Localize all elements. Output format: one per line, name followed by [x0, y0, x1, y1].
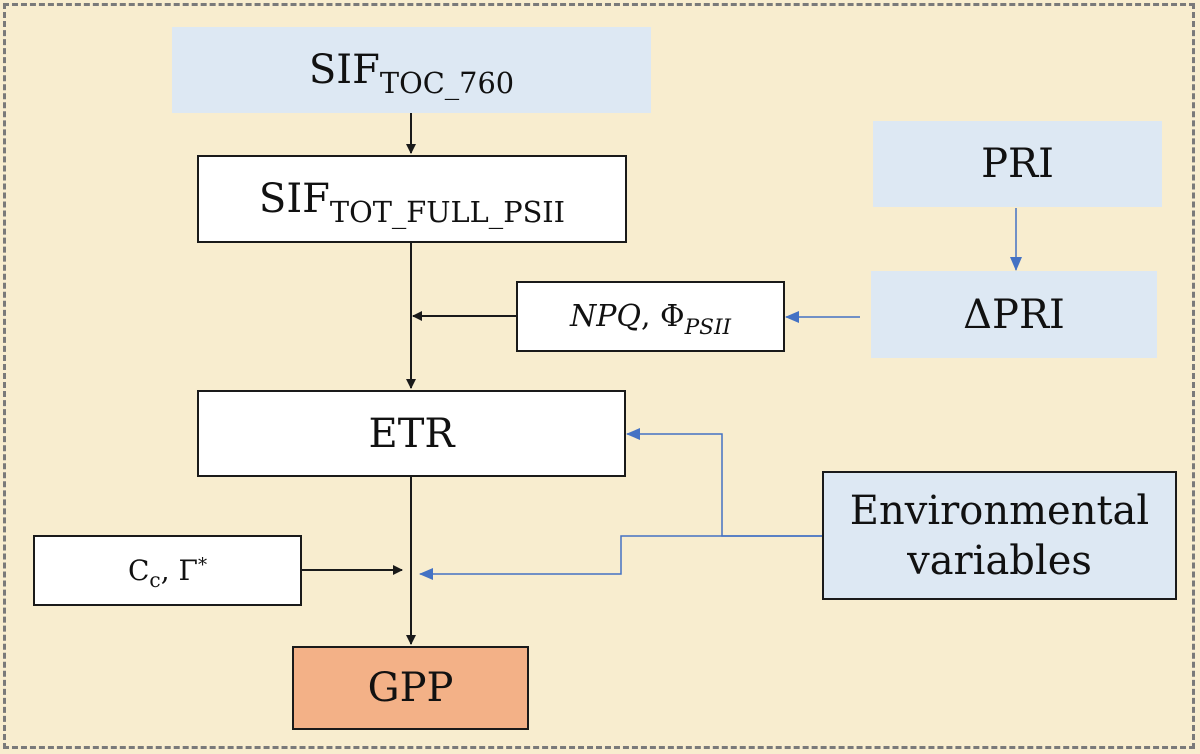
gpp-box: GPP [292, 646, 529, 730]
sif-toc-760-label: SIFTOC_760 [308, 47, 515, 101]
sif-toc-760-box: SIFTOC_760 [172, 27, 651, 113]
npq-phi-psii-box: NPQ, ΦPSII [516, 281, 785, 352]
sif-tot-full-psii-label: SIFTOT_FULL_PSII [258, 176, 566, 230]
environmental-variables-line2: variables [907, 537, 1092, 584]
etr-label: ETR [368, 410, 455, 457]
environmental-variables-box: Environmental variables [822, 471, 1177, 600]
cc-gamma-label: Cc, Γ* [127, 554, 208, 593]
pri-box: PRI [873, 121, 1162, 207]
dashed-frame [3, 3, 1195, 749]
arrow-env-to-main [419, 535, 822, 580]
etr-box: ETR [197, 390, 626, 477]
cc-gamma-box: Cc, Γ* [33, 535, 302, 606]
pri-label: PRI [981, 141, 1054, 187]
gpp-label: GPP [367, 665, 454, 711]
delta-pri-label: ΔPRI [963, 291, 1065, 338]
sif-tot-full-psii-box: SIFTOT_FULL_PSII [197, 155, 627, 243]
delta-pri-box: ΔPRI [871, 271, 1157, 358]
arrow-env-to-etr [626, 428, 822, 537]
environmental-variables-line1: Environmental [849, 487, 1150, 534]
npq-phi-psii-label: NPQ, ΦPSII [569, 299, 732, 340]
